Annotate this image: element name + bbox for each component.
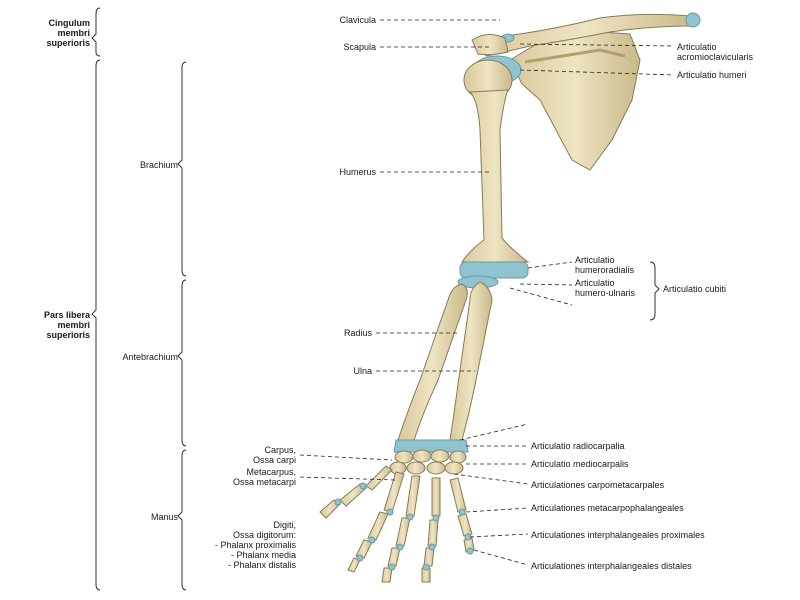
label-manus: Manus bbox=[150, 512, 178, 522]
label-carpometacarpales: Articulationes carpometacarpales bbox=[531, 480, 665, 490]
label-scapula: Scapula bbox=[343, 42, 376, 52]
label-brachium: Brachium bbox=[139, 160, 178, 170]
sternal-end-cartilage bbox=[685, 12, 701, 28]
hand-joint-cartilage bbox=[334, 482, 474, 571]
region-brackets bbox=[91, 7, 660, 591]
label-articulatio-humeri: Articulatio humeri bbox=[677, 70, 747, 80]
bracket-pars-libera bbox=[91, 59, 101, 591]
bracket-brachium bbox=[177, 61, 187, 277]
acromion bbox=[471, 34, 509, 56]
scapula-spine bbox=[524, 48, 626, 64]
elbow-cartilage bbox=[459, 261, 529, 279]
label-carpus: Carpus,Ossa carpi bbox=[252, 445, 296, 465]
carpal-bones bbox=[389, 449, 467, 475]
label-metacarpophalangeales: Articulationes metacarpophalangeales bbox=[531, 503, 684, 513]
label-interphalangeales-distales: Articulationes interphalangeales distale… bbox=[531, 561, 692, 571]
hand-bones bbox=[319, 465, 475, 583]
bracket-manus bbox=[177, 449, 187, 591]
label-mediocarpalis: Articulatio mediocarpalis bbox=[531, 459, 629, 469]
radiocarpal-cartilage bbox=[393, 439, 469, 453]
label-radius: Radius bbox=[343, 328, 372, 338]
leader-lines bbox=[299, 19, 675, 566]
bracket-cingulum bbox=[91, 7, 101, 57]
label-humerus: Humerus bbox=[339, 167, 376, 177]
bracket-cubiti bbox=[649, 261, 660, 321]
humerus-shaft bbox=[461, 89, 530, 263]
label-radiocarpalia: Articulatio radiocarpalia bbox=[531, 441, 625, 451]
label-ulna: Ulna bbox=[353, 366, 372, 376]
label-clavicula: Clavicula bbox=[339, 15, 376, 25]
label-articulatio-cubiti: Articulatio cubiti bbox=[663, 284, 727, 294]
label-interphalangeales-proximales: Articulationes interphalangeales proxima… bbox=[531, 530, 705, 540]
bracket-antebrachium bbox=[177, 279, 187, 447]
label-digiti: Digiti,Ossa digitorum:- Phalanx proximal… bbox=[214, 520, 296, 570]
label-antebrachium: Antebrachium bbox=[122, 352, 178, 362]
label-metacarpus: Metacarpus,Ossa metacarpi bbox=[232, 467, 296, 487]
